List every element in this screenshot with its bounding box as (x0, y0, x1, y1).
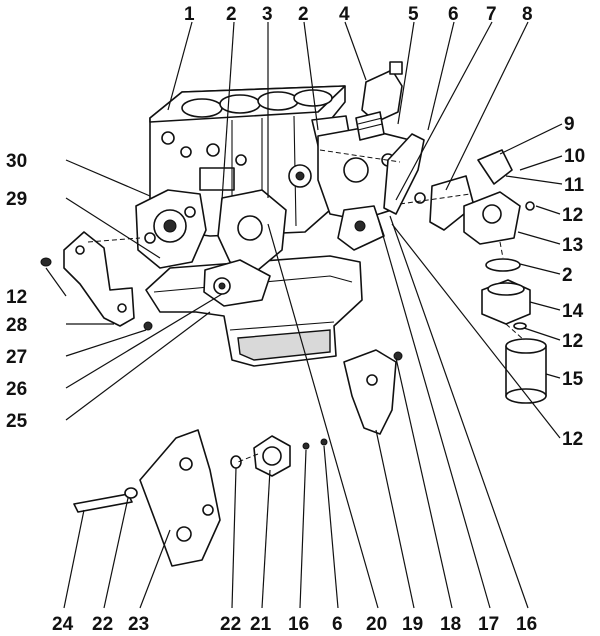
coolant-pump-housing (135, 189, 207, 269)
callout-29: 29 (6, 189, 27, 210)
callout-12-right-a: 12 (562, 205, 583, 226)
callout-15: 15 (562, 369, 584, 390)
callout-12-left: 12 (6, 287, 27, 308)
callout-12-right-c: 12 (562, 429, 583, 450)
oil-pump-assembly (203, 189, 287, 307)
callout-25: 25 (6, 411, 28, 432)
callout-2-right: 2 (562, 265, 573, 286)
coolant-flange (355, 61, 403, 141)
callout-23: 23 (128, 614, 149, 635)
oil-sump (145, 255, 363, 367)
tensioner-pulley (230, 435, 328, 477)
callout-18: 18 (440, 614, 461, 635)
power-steering-bracket (73, 429, 221, 567)
callout-17: 17 (478, 614, 499, 635)
oil-cooler-and-filter (481, 258, 547, 404)
callout-4: 4 (339, 4, 350, 25)
alignment-lines (87, 149, 525, 463)
support-bracket (383, 133, 475, 231)
callout-30: 30 (6, 151, 27, 172)
callout-14: 14 (562, 301, 584, 322)
callout-28: 28 (6, 315, 27, 336)
callout-2-top-left: 2 (226, 4, 237, 25)
callout-12-right-b: 12 (562, 331, 583, 352)
callout-labels: 1 2 3 2 4 5 6 7 8 9 10 11 12 13 2 14 12 … (6, 4, 585, 635)
oil-filter-flange (463, 149, 535, 245)
callout-8: 8 (522, 4, 533, 25)
callout-21: 21 (250, 614, 272, 635)
callout-10: 10 (564, 146, 585, 167)
pump-bracket (343, 349, 403, 435)
callout-11: 11 (564, 175, 585, 196)
callout-16-bottom-right: 16 (516, 614, 537, 635)
callout-22-bottom-left: 22 (92, 614, 113, 635)
callout-22-bottom-middle: 22 (220, 614, 241, 635)
alternator-bracket (40, 231, 153, 331)
callout-24: 24 (52, 614, 74, 635)
leader-lines (45, 21, 563, 609)
callout-6-bottom: 6 (332, 614, 343, 635)
callout-9: 9 (564, 114, 575, 135)
callout-5: 5 (408, 4, 419, 25)
callout-2-top-middle: 2 (298, 4, 309, 25)
callout-19: 19 (402, 614, 423, 635)
callout-1: 1 (184, 4, 195, 25)
callout-3: 3 (262, 4, 273, 25)
callout-7: 7 (486, 4, 497, 25)
callout-6-top: 6 (448, 4, 459, 25)
callout-13: 13 (562, 235, 583, 256)
callout-27: 27 (6, 347, 27, 368)
callout-20: 20 (366, 614, 387, 635)
callout-16-bottom-left: 16 (288, 614, 309, 635)
callout-26: 26 (6, 379, 27, 400)
